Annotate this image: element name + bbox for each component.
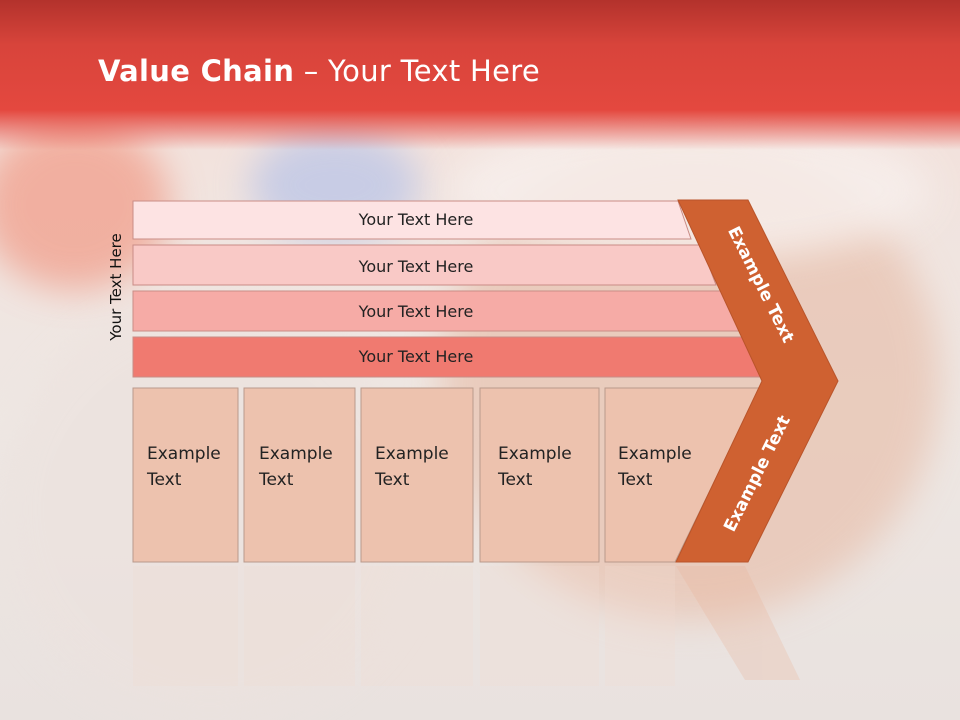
reflection-card-1 xyxy=(133,566,238,686)
card-4 xyxy=(479,387,600,563)
card-3 xyxy=(360,387,474,563)
row-label-2: Your Text Here xyxy=(358,257,474,276)
title-bold: Value Chain xyxy=(98,54,295,88)
side-label: Your Text Here xyxy=(107,233,125,341)
row-bar-2 xyxy=(132,244,717,286)
card-1-line2: Text xyxy=(146,470,182,490)
card-4-line2: Text xyxy=(497,470,533,490)
support-rows: Your Text Here Your Text Here Your Text … xyxy=(132,200,764,378)
margin-chevron xyxy=(675,199,839,563)
card-4-line1: Example xyxy=(498,444,572,464)
card-5 xyxy=(604,387,761,563)
title-rest: – Your Text Here xyxy=(294,54,540,88)
reflection-chevron xyxy=(676,566,800,680)
reflection-card-2 xyxy=(244,566,355,686)
card-5-line2: Text xyxy=(617,470,653,490)
reflection xyxy=(133,566,800,686)
slide-title: Value Chain – Your Text Here xyxy=(98,54,540,88)
card-1-line1: Example xyxy=(147,444,221,464)
card-2 xyxy=(243,387,356,563)
reflection-card-5 xyxy=(605,566,675,686)
card-3-line2: Text xyxy=(374,470,410,490)
header-band xyxy=(0,0,960,150)
card-3-line1: Example xyxy=(375,444,449,464)
row-label-3: Your Text Here xyxy=(358,302,474,321)
row-label-4: Your Text Here xyxy=(358,347,474,366)
card-1 xyxy=(132,387,239,563)
card-5-line1: Example xyxy=(618,444,692,464)
card-2-line2: Text xyxy=(258,470,294,490)
row-bar-1 xyxy=(132,200,692,240)
primary-cards: Example Text Example Text Example Text E… xyxy=(132,387,761,563)
row-label-1: Your Text Here xyxy=(358,210,474,229)
reflection-card-3 xyxy=(361,566,473,686)
reflection-card-4 xyxy=(480,566,599,686)
card-2-line1: Example xyxy=(259,444,333,464)
